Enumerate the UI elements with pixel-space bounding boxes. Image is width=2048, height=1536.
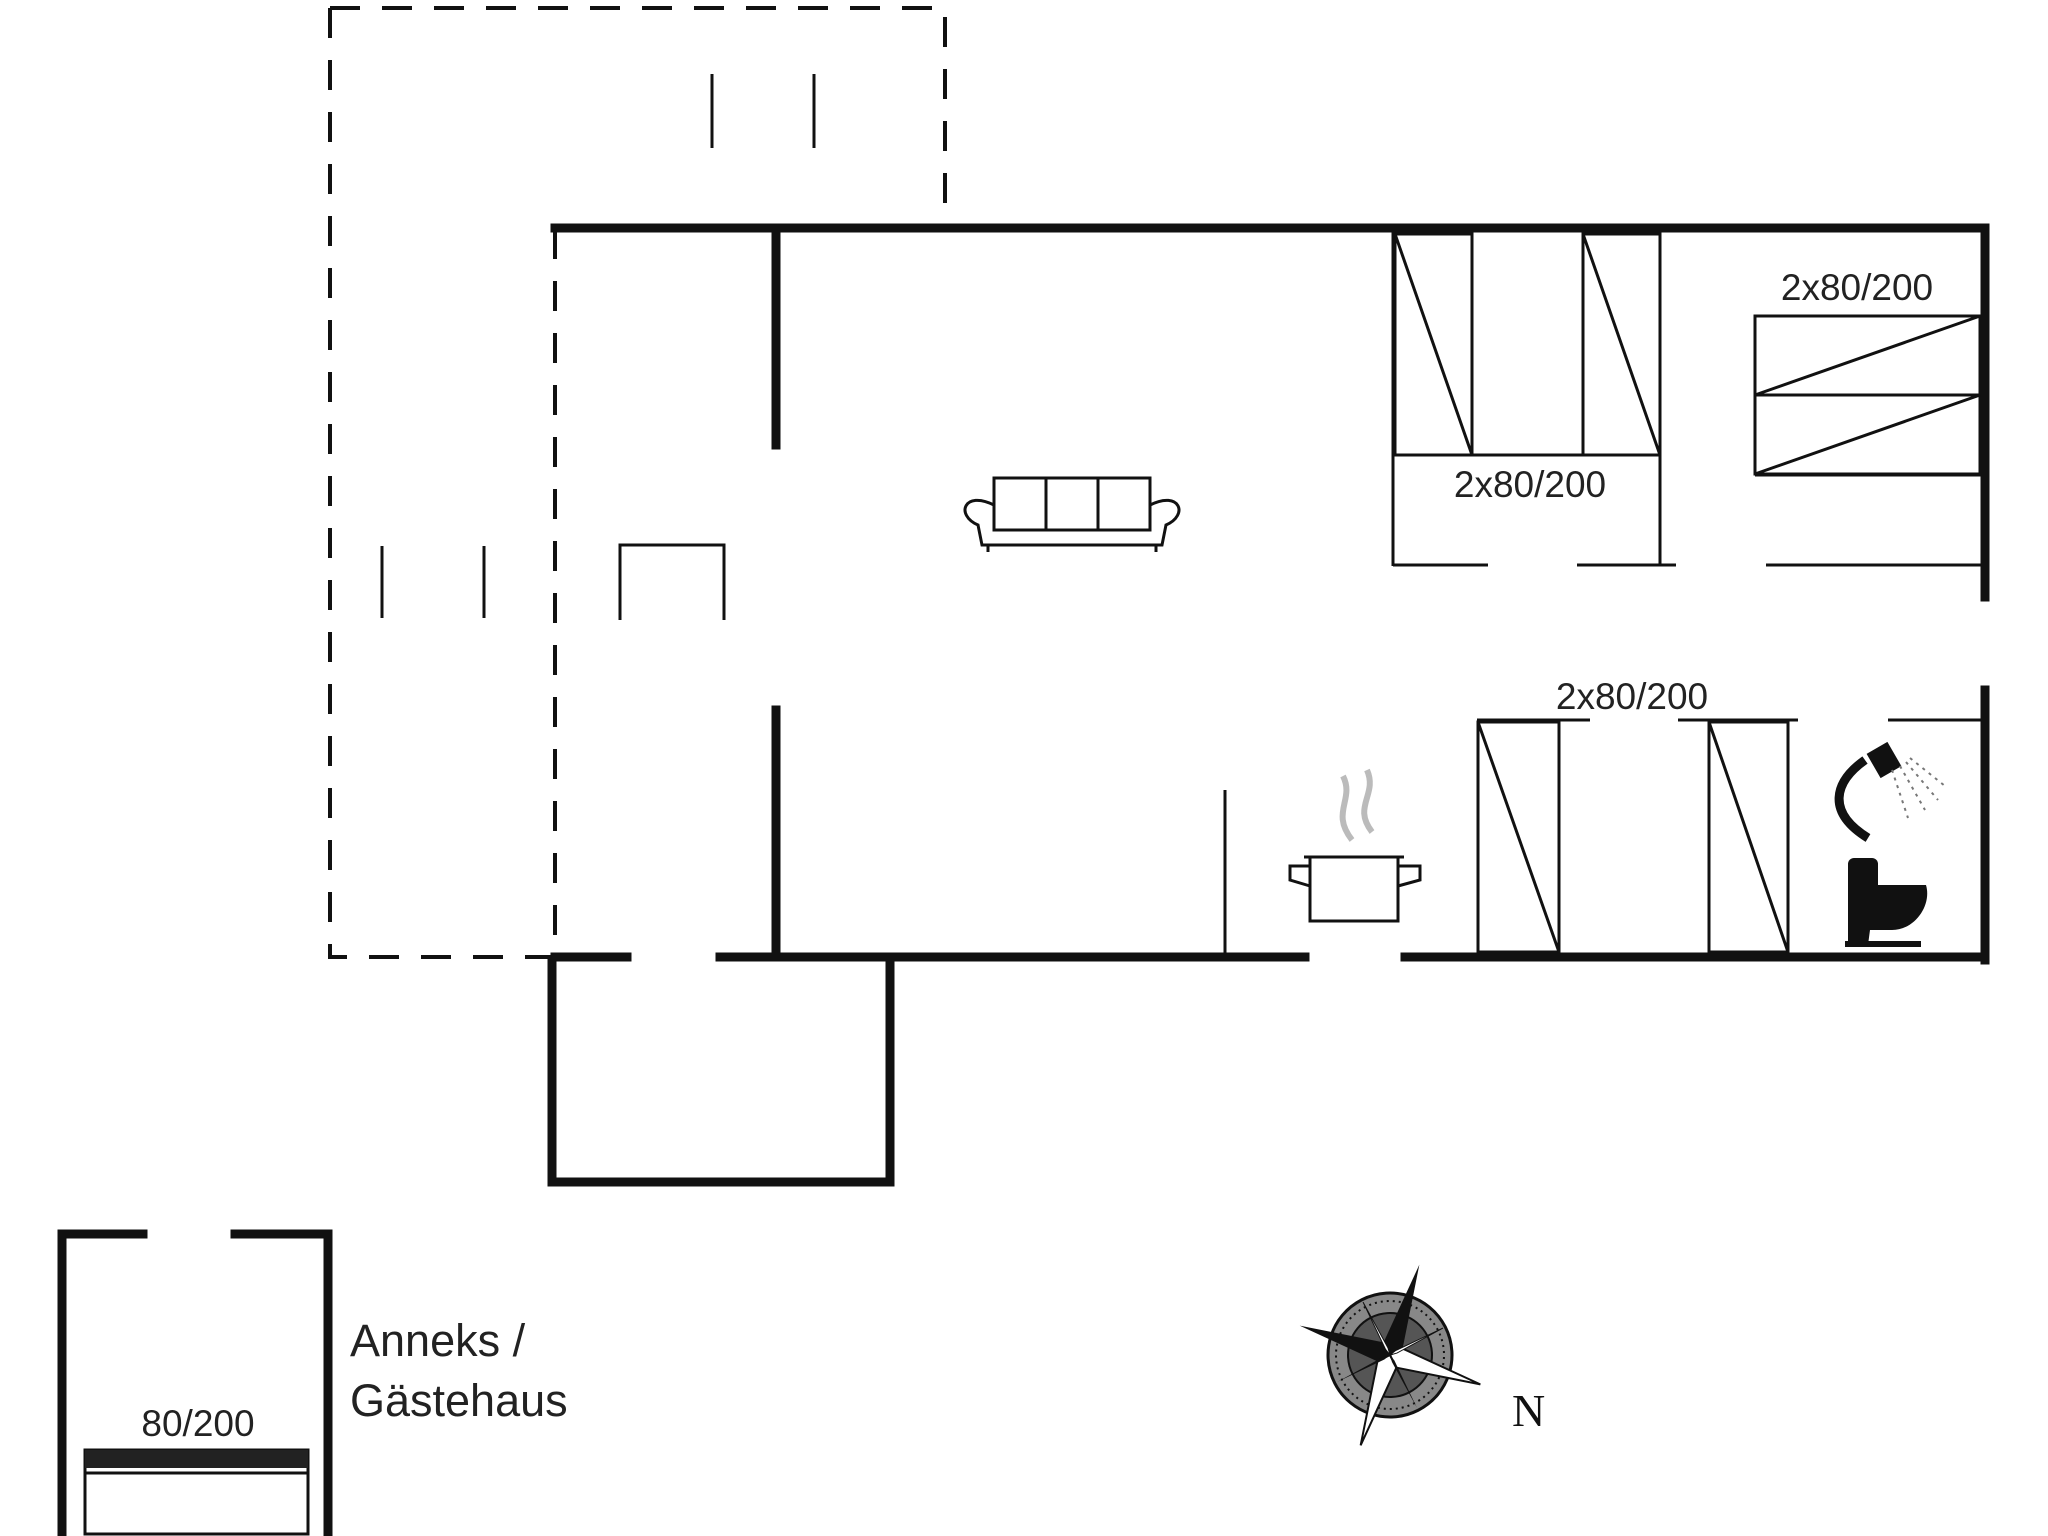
bed-size-label: 80/200 <box>141 1403 254 1444</box>
chimney-stove <box>618 543 726 620</box>
annex: 80/200 <box>57 1229 333 1536</box>
house-walls <box>550 223 1990 965</box>
shower-icon <box>1834 741 1946 842</box>
compass-rose-icon <box>1299 1264 1481 1446</box>
compass-north-label: N <box>1512 1385 1545 1436</box>
cooking-pot-icon <box>1288 768 1422 923</box>
toilet-icon <box>1845 858 1928 947</box>
entrance-porch <box>547 955 895 1187</box>
bed-size-label: 2x80/200 <box>1556 676 1708 717</box>
bed-size-label: 2x80/200 <box>1781 267 1933 308</box>
sofa-icon <box>963 476 1181 552</box>
annex-title: Anneks / <box>350 1315 526 1366</box>
terrace-outline <box>328 6 947 959</box>
annex-subtitle: Gästehaus <box>350 1375 568 1426</box>
bed-room-3-beds <box>1476 720 1790 954</box>
bed-size-label: 2x80/200 <box>1454 464 1606 505</box>
bed-room-1-beds <box>1393 232 1662 457</box>
bed-room-2-beds <box>1753 314 1982 476</box>
